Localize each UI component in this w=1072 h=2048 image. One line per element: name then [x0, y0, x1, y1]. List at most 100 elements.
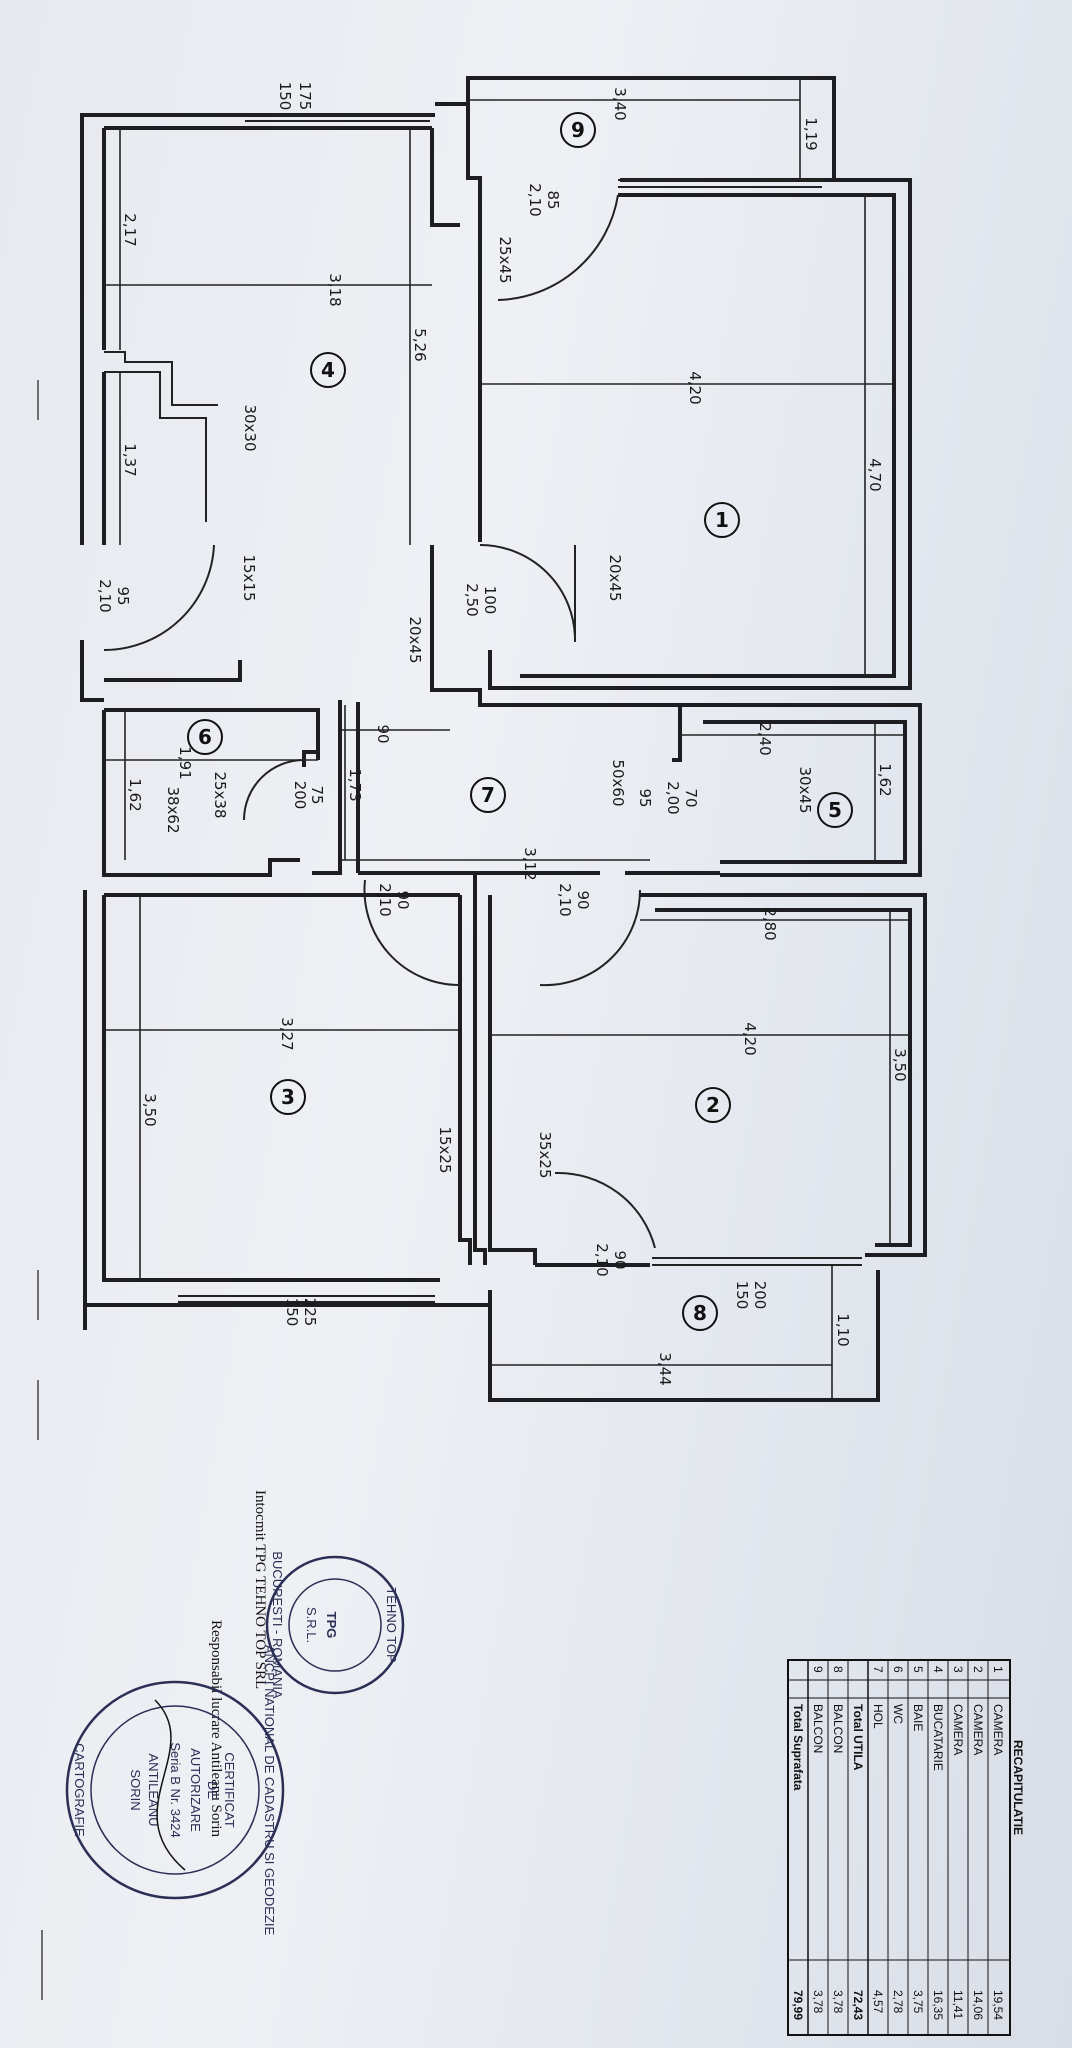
recap-n-2: 2: [971, 1666, 985, 1673]
dim-3-50-b: 3,50: [891, 1048, 909, 1081]
dim-38x62: 38x62: [164, 786, 182, 833]
recap-area-1: 19,54: [991, 1990, 1005, 2020]
signature-scribble: [154, 1699, 186, 1871]
dim-3-18: 3,18: [326, 273, 344, 306]
dim-25x38: 25x38: [211, 771, 229, 818]
dim-1-10: 1,10: [834, 1313, 852, 1346]
recap-name-total-suprafata: Total Suprafata: [791, 1704, 805, 1791]
dim-200-a: 200: [291, 781, 309, 810]
recap-area-total-utila: 72,43: [851, 1990, 865, 2020]
recap-n-3: 3: [951, 1666, 965, 1673]
stamp2-serie: Seria B Nr. 3424: [168, 1742, 183, 1837]
dimension-labels: 3,40 1,19 175 150 85 2,10 25x45 2,17 3,1…: [96, 82, 909, 1386]
recap-name-total-utila: Total UTILA: [851, 1704, 865, 1771]
dim-3-40: 3,40: [611, 87, 629, 120]
dim-150-c: 150: [283, 1298, 301, 1327]
room-number-1: 1: [715, 508, 729, 532]
dim-1-62-b: 1,62: [876, 763, 894, 796]
recap-title: RECAPITULATIE: [1011, 1740, 1025, 1835]
dim-1-91: 1,91: [176, 746, 194, 779]
recap-name-3: CAMERA: [951, 1704, 965, 1755]
stamp2-name2: SORIN: [128, 1769, 143, 1810]
dim-3-12: 3,12: [521, 847, 539, 880]
walls: [80, 76, 927, 1402]
credits: Intocmit TPG TEHNO TOP SRL Responsabil l…: [208, 1490, 268, 1838]
dim-4-20-b: 4,20: [741, 1022, 759, 1055]
dim-25x45-a: 25x45: [496, 236, 514, 283]
recap-area-9: 3,78: [811, 1990, 825, 2014]
dim-2-10-b: 2,10: [96, 579, 114, 612]
dim-5-26: 5,26: [411, 328, 429, 361]
room-number-4: 4: [321, 358, 335, 382]
dim-3-44: 3,44: [656, 1352, 674, 1385]
stamp1-sub: S.R.L.: [304, 1607, 319, 1643]
dim-75: 75: [308, 785, 326, 804]
dim-15x15: 15x15: [240, 554, 258, 601]
stamp2-mid1: CERTIFICAT: [222, 1752, 237, 1827]
room-number-2: 2: [706, 1093, 720, 1117]
dim-15x25: 15x25: [436, 1126, 454, 1173]
dim-1-19: 1,19: [802, 117, 820, 150]
dim-3-27: 3,27: [278, 1017, 296, 1050]
credits-line-2: Responsabil lucrare Antileanu Sorin: [208, 1620, 224, 1838]
stamp1-top: TEHNO TOP: [384, 1587, 399, 1662]
recap-name-4: BUCATARIE: [931, 1704, 945, 1771]
dimension-lines: [104, 78, 910, 1400]
dim-90-d: 90: [611, 1250, 629, 1269]
dim-30x45: 30x45: [796, 766, 814, 813]
recap-n-8: 8: [831, 1666, 845, 1673]
dim-1-37: 1,37: [121, 443, 139, 476]
dim-2-10-e: 2,10: [593, 1243, 611, 1276]
dim-30x30: 30x30: [241, 404, 259, 451]
dim-90-c: 90: [574, 890, 592, 909]
dim-200-c: 200: [751, 1281, 769, 1310]
dim-100: 100: [481, 586, 499, 615]
dim-95: 95: [114, 586, 132, 605]
recap-n-7: 7: [871, 1666, 885, 1673]
recap-area-8: 3,78: [831, 1990, 845, 2014]
recap-n-6: 6: [891, 1666, 905, 1673]
recap-area-2: 14,06: [971, 1990, 985, 2020]
room-labels: 1 2 3 4 5 6 7 8 9: [187, 112, 853, 1331]
company-stamp: TEHNO TOP BUCURESTI - ROMANIA TPG S.R.L.: [265, 1551, 405, 1699]
recap-name-2: CAMERA: [971, 1704, 985, 1755]
dim-90-a: 90: [374, 724, 392, 743]
stamp2-mid2: DE: [205, 1781, 220, 1799]
room-number-9: 9: [571, 118, 585, 142]
dim-70: 70: [682, 788, 700, 807]
stamp2-name1: ANTILEANU: [146, 1754, 161, 1827]
dim-150-a: 150: [276, 82, 294, 111]
credits-line-1: Intocmit TPG TEHNO TOP SRL: [252, 1490, 268, 1689]
door-swings: [103, 194, 656, 1249]
recap-name-8: BALCON: [831, 1704, 845, 1753]
recap-n-1: 1: [991, 1666, 1005, 1673]
recap-area-5: 3,75: [911, 1990, 925, 2014]
dim-35x25: 35x25: [536, 1131, 554, 1178]
recap-area-total-suprafata: 79,99: [791, 1990, 805, 2020]
margin-marks: [37, 380, 43, 2000]
stamp2-ring2: CARTOGRAFIE: [72, 1743, 87, 1837]
room-number-6: 6: [198, 725, 212, 749]
dim-4-70: 4,70: [866, 458, 884, 491]
room-number-3: 3: [281, 1085, 295, 1109]
dim-2-10-a: 2,10: [526, 183, 544, 216]
dim-2-10-d: 2,10: [556, 883, 574, 916]
recap-name-7: HOL: [871, 1704, 885, 1729]
recap-area-7: 4,57: [871, 1990, 885, 2014]
recap-n-5: 5: [911, 1666, 925, 1673]
room-number-7: 7: [481, 783, 495, 807]
recap-area-4: 16,35: [931, 1990, 945, 2020]
dim-225: 225: [301, 1298, 319, 1327]
stamp2-mid3: AUTORIZARE: [188, 1748, 203, 1832]
recap-area-3: 11,41: [951, 1990, 965, 2019]
stamp1-logo: TPG: [324, 1612, 339, 1639]
recap-name-9: BALCON: [811, 1704, 825, 1753]
dim-4-20-a: 4,20: [686, 371, 704, 404]
dim-95-b: 95: [636, 788, 654, 807]
dim-2-00-b: 2,00: [664, 781, 682, 814]
stamp1-city: BUCURESTI - ROMANIA: [270, 1551, 285, 1699]
dim-2-10-c: 2,10: [376, 883, 394, 916]
dim-2-80: 2,80: [761, 907, 779, 940]
